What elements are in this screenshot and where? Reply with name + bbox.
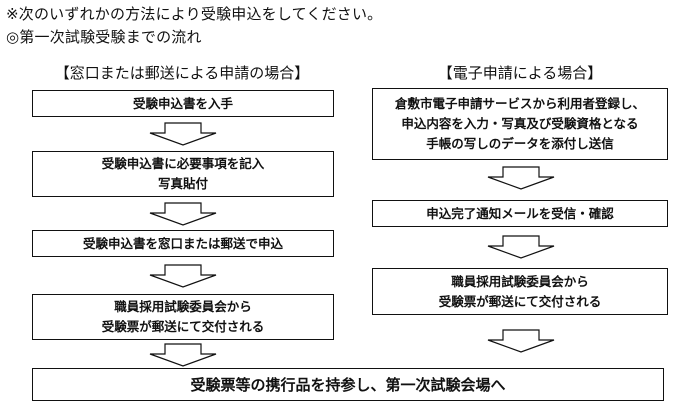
left-step-4: 職員採用試験委員会から 受験票が郵送にて交付される [32,294,334,340]
step-text: 職員採用試験委員会から [114,299,252,314]
step-text: 写真貼付 [157,176,208,191]
final-step: 受験票等の携行品を持参し、第一次試験会場へ [32,368,664,401]
down-arrow-icon [149,202,217,226]
right-column-heading: 【電子申請による場合】 [437,64,603,82]
down-arrow-icon [487,235,555,259]
down-arrow-icon [149,343,217,367]
left-step-1: 受験申込書を入手 [32,90,334,117]
down-arrow-icon [487,329,555,353]
left-step-2: 受験申込書に必要事項を記入 写真貼付 [32,151,334,197]
step-text: 受験票が郵送にて交付される [101,319,265,334]
left-step-3: 受験申込書を窓口または郵送で申込 [32,230,334,257]
down-arrow-icon [149,264,217,288]
step-text: 倉敷市電子申請サービスから利用者登録し、 [394,96,645,111]
right-step-3: 職員採用試験委員会から 受験票が郵送にて交付される [372,268,668,315]
right-step-1: 倉敷市電子申請サービスから利用者登録し、 申込内容を入力・写真及び受験資格となる… [372,88,668,160]
step-text: 受験申込書を入手 [132,95,233,111]
note-line: ※次のいずれかの方法により受験申込をしてください。 [6,5,383,23]
step-text: 手帳の写しのデータを添付し送信 [426,136,614,151]
flow-title: ◎第一次試験受験までの流れ [6,28,202,46]
step-text: 申込内容を入力・写真及び受験資格となる [401,116,639,131]
down-arrow-icon [487,166,555,190]
down-arrow-icon [149,122,217,146]
step-text: 申込完了通知メールを受信・確認 [426,205,614,221]
right-step-2: 申込完了通知メールを受信・確認 [372,200,668,227]
step-text: 職員採用試験委員会から [451,273,589,289]
step-text: 受験申込書に必要事項を記入 [101,156,265,171]
step-text: 受験票が郵送にて交付される [438,293,602,309]
step-text: 受験申込書を窓口または郵送で申込 [82,235,283,251]
left-column-heading: 【窓口または郵送による申請の場合】 [54,64,310,82]
